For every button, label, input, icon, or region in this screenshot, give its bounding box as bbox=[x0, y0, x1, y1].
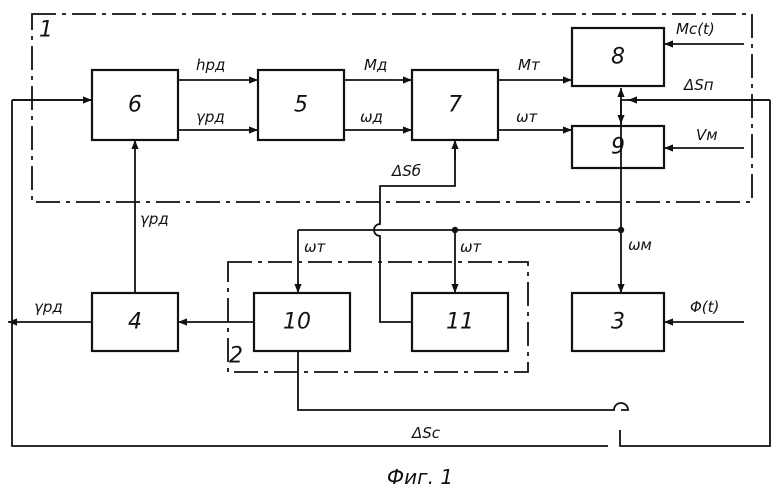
figure-caption: Фиг. 1 bbox=[387, 465, 453, 489]
block-9 bbox=[570, 124, 666, 170]
block-11-number: 11 bbox=[446, 310, 474, 335]
label-V-m: Vм bbox=[696, 126, 718, 144]
label-dS-n: ΔSп bbox=[683, 76, 714, 94]
label-M-t: Mт bbox=[518, 56, 541, 74]
block-6-number: 6 bbox=[128, 93, 142, 118]
label-M-d: Mд bbox=[364, 56, 387, 74]
label-omega-t-top: ωт bbox=[516, 108, 539, 126]
label-omega-m: ωм bbox=[628, 236, 652, 254]
subsystem-2-number: 2 bbox=[229, 344, 243, 369]
block-9-number: 9 bbox=[611, 135, 625, 160]
block-10-number: 10 bbox=[283, 310, 311, 335]
label-gamma-rd-up: γрд bbox=[140, 210, 169, 228]
block-7-number: 7 bbox=[448, 93, 462, 118]
label-phi-t: Φ(t) bbox=[690, 298, 719, 316]
label-omega-t-11: ωт bbox=[460, 238, 483, 256]
subsystem-1-number: 1 bbox=[39, 18, 53, 43]
block-5-number: 5 bbox=[294, 93, 308, 118]
label-omega-t-10: ωт bbox=[304, 238, 327, 256]
junction-9 bbox=[617, 226, 625, 234]
label-h-rd: hрд bbox=[196, 56, 225, 74]
block-3-number: 3 bbox=[611, 310, 625, 335]
label-dS-b: ΔSб bbox=[391, 162, 421, 180]
subsystem-2-boundary bbox=[227, 261, 529, 373]
link-11-7 bbox=[373, 142, 456, 323]
link-10-dS-c bbox=[297, 351, 629, 411]
label-gamma-rd-out: γрд bbox=[34, 298, 63, 316]
block-7 bbox=[410, 68, 500, 142]
label-Mc-t: Mс(t) bbox=[676, 20, 715, 38]
block-8-number: 8 bbox=[611, 45, 625, 70]
block-8 bbox=[570, 26, 666, 88]
block-4-number: 4 bbox=[128, 310, 142, 335]
feedback-dS-n-loop bbox=[11, 100, 771, 447]
subsystem-1-boundary bbox=[31, 13, 753, 203]
label-omega-d: ωд bbox=[360, 108, 383, 126]
block-5 bbox=[256, 68, 346, 142]
label-gamma-rd-top: γрд bbox=[196, 108, 225, 126]
label-dS-c: ΔSс bbox=[411, 424, 441, 442]
block-3 bbox=[570, 291, 666, 353]
